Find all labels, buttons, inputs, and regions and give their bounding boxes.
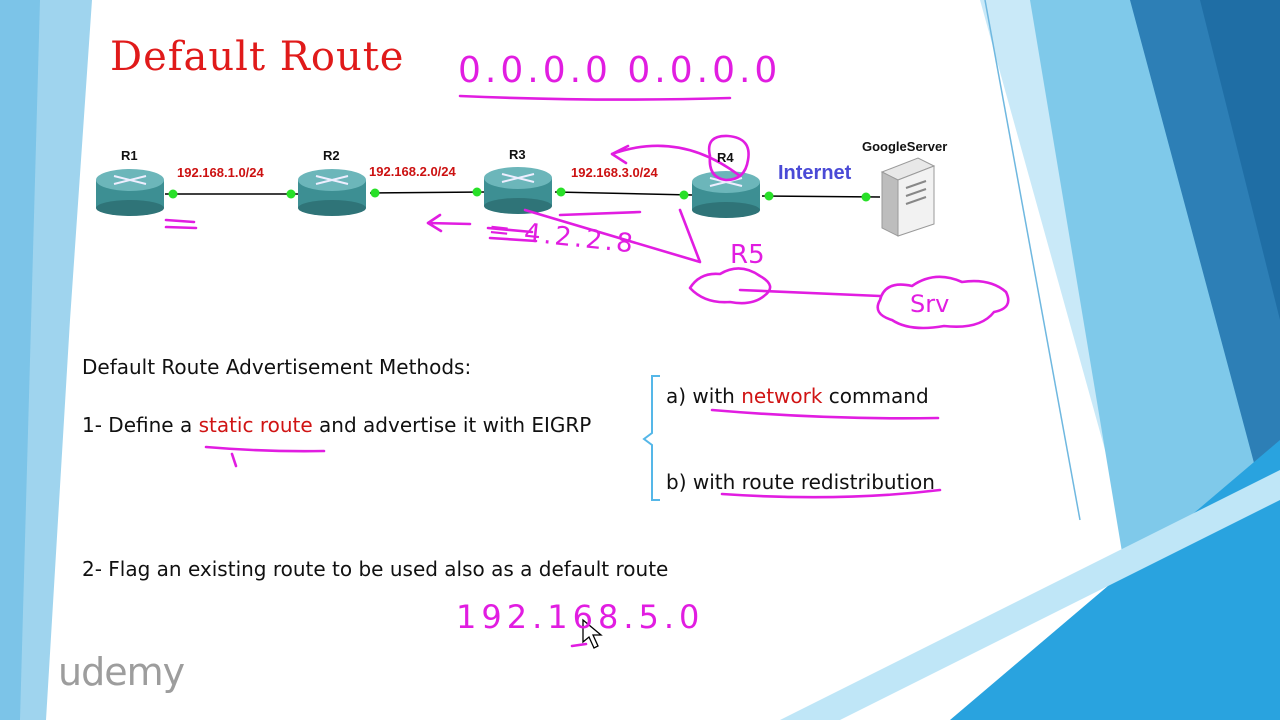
arrow-curve-to-r3 — [610, 144, 742, 178]
internet-label: Internet — [778, 162, 852, 184]
router-label-r2: R2 — [323, 148, 340, 163]
router-r2-icon — [298, 169, 366, 216]
handwritten-default-address: 0.0.0.0 0.0.0.0 — [458, 50, 782, 91]
link-r2-r3 — [369, 191, 486, 194]
method-2: 2- Flag an existing route to be used als… — [82, 557, 669, 581]
link-r3-r4 — [554, 191, 693, 196]
slide-title: Default Route — [110, 34, 405, 80]
udemy-logo: udemy — [58, 650, 185, 694]
link-r4-server — [761, 195, 881, 198]
server-icon — [880, 157, 936, 237]
router-label-r1: R1 — [121, 148, 138, 163]
option-a-prefix: a) with — [666, 384, 742, 408]
interface-dots — [168, 187, 871, 202]
router-r3-icon — [484, 167, 552, 214]
server-label: GoogleServer — [862, 139, 948, 154]
underline-default-address — [458, 94, 732, 101]
option-a: a) with network command — [666, 384, 929, 408]
router-r1-icon — [96, 169, 164, 216]
arrow-left-mark — [426, 213, 472, 233]
handwritten-cloud-text: Srv — [910, 290, 950, 318]
mouse-cursor-icon — [582, 618, 603, 649]
server-cloud — [876, 275, 1010, 330]
r4-circle — [707, 134, 750, 182]
router-r4-icon — [692, 171, 760, 218]
network-label-3: 192.168.3.0/24 — [571, 165, 658, 180]
option-b: b) with route redistribution — [666, 470, 935, 494]
static-route-highlight: static route — [198, 413, 313, 437]
network-label-1: 192.168.1.0/24 — [177, 165, 264, 180]
network-label-2: 192.168.2.0/24 — [369, 164, 456, 179]
network-highlight: network — [741, 384, 823, 408]
underline-network-command — [710, 408, 940, 420]
router-label-r4: R4 — [717, 150, 734, 165]
method-1-suffix: and advertise it with EIGRP — [312, 413, 592, 437]
r5-cloud — [688, 267, 772, 305]
option-a-suffix: command — [822, 384, 929, 408]
underline-static-route — [204, 445, 326, 468]
options-bracket — [642, 375, 660, 501]
underline-redistribution — [720, 488, 942, 499]
handwritten-r5: R5 — [730, 240, 765, 270]
router-label-r3: R3 — [509, 147, 526, 162]
method-1-prefix: 1- Define a — [82, 413, 199, 437]
methods-heading: Default Route Advertisement Methods: — [82, 355, 472, 379]
method-1: 1- Define a static route and advertise i… — [82, 413, 591, 437]
handwritten-ip: 192.168.5.0 — [456, 598, 705, 636]
